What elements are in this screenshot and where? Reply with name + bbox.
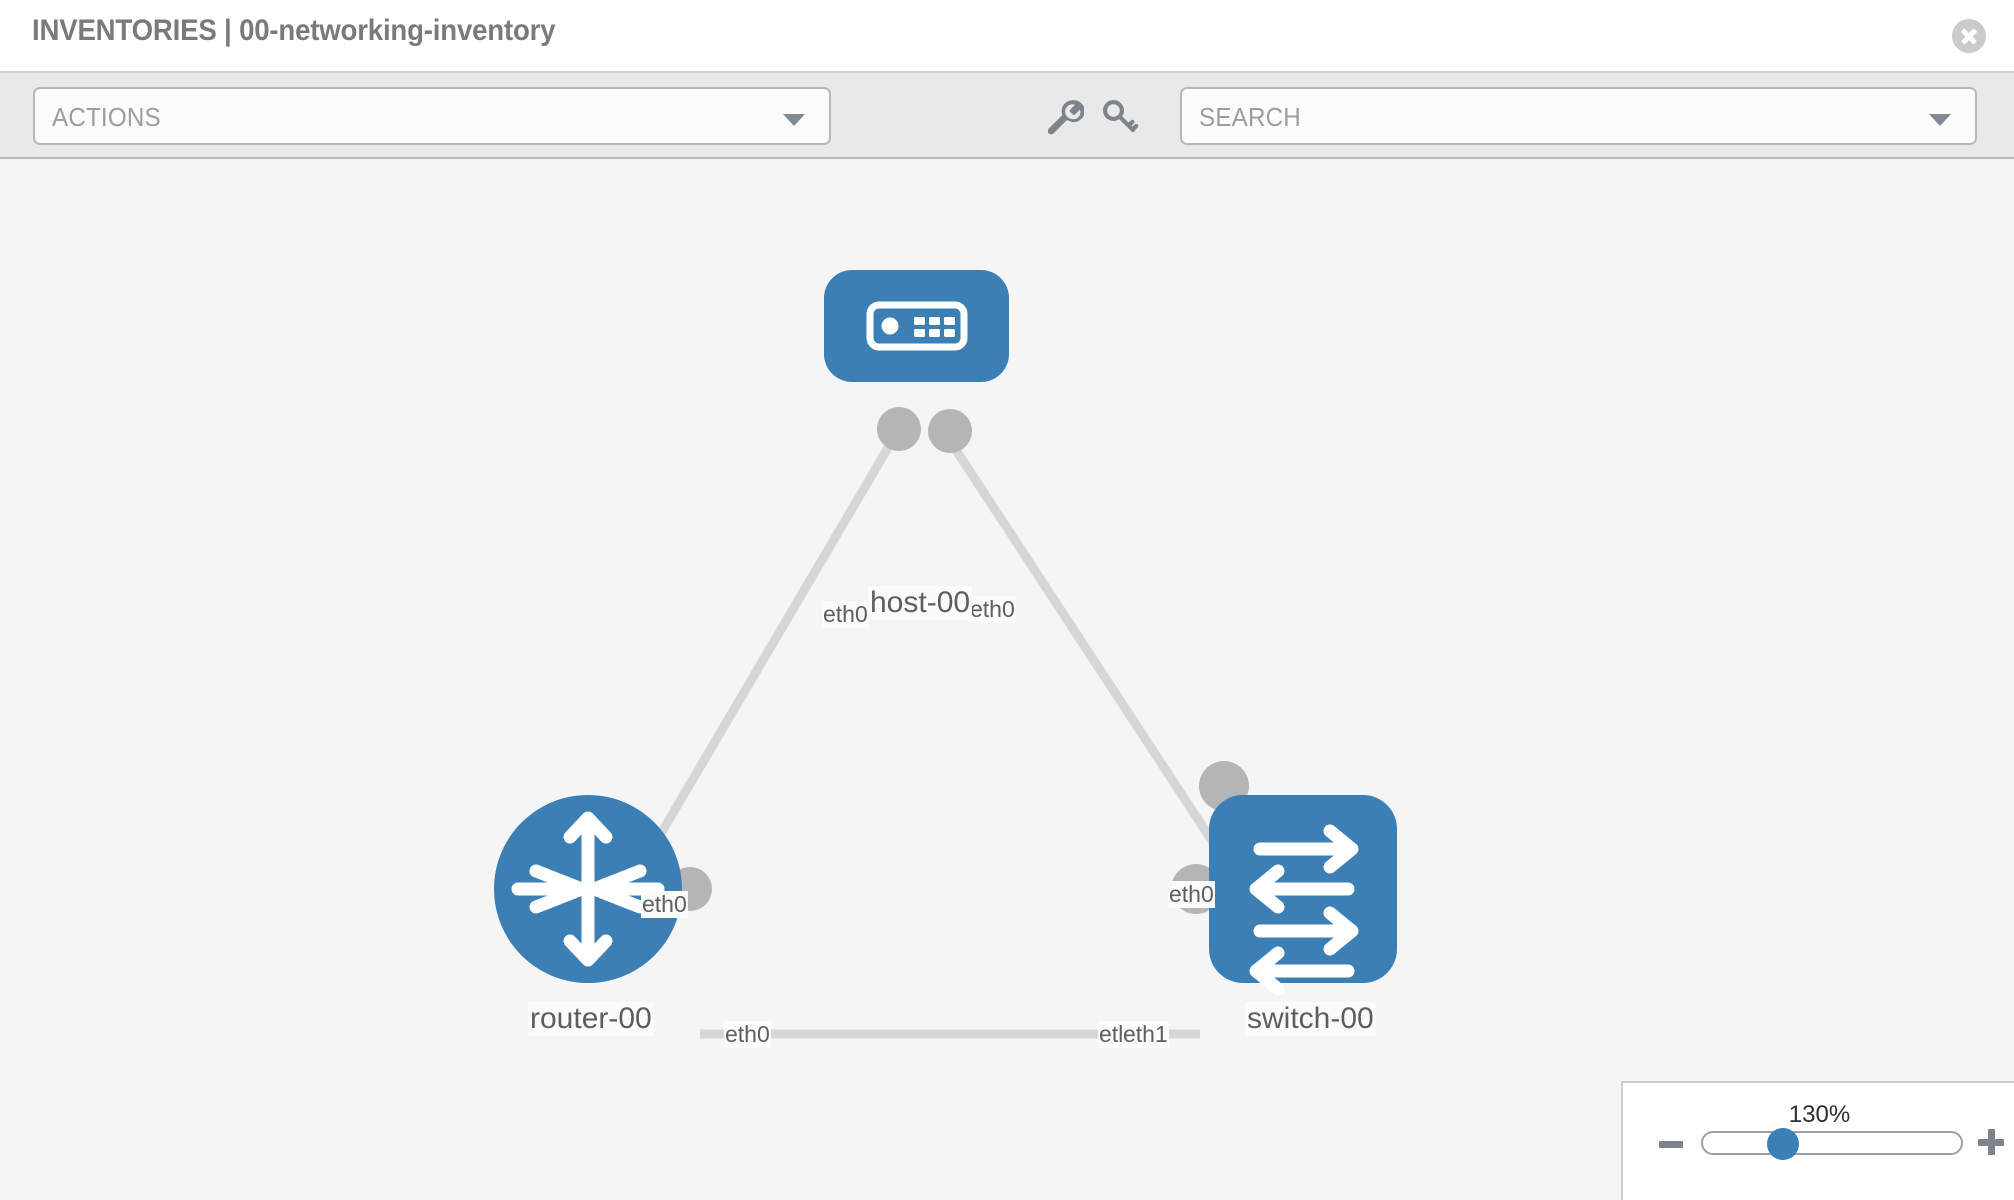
search-input[interactable]: SEARCH: [1180, 87, 1977, 145]
server-icon: [866, 301, 968, 351]
actions-dropdown[interactable]: ACTIONS: [33, 87, 831, 145]
zoom-slider-handle[interactable]: [1767, 1128, 1799, 1160]
chevron-down-icon: [783, 114, 805, 126]
topology-graph: [494, 270, 1397, 1039]
actions-dropdown-label: ACTIONS: [52, 102, 161, 132]
chevron-down-icon: [1929, 114, 1951, 126]
close-icon[interactable]: [1952, 19, 1986, 53]
page-title: INVENTORIES | 00-networking-inventory: [32, 14, 556, 47]
wrench-icon[interactable]: [1042, 95, 1085, 137]
zoom-panel: 130%: [1621, 1081, 2014, 1200]
zoom-slider-track[interactable]: [1701, 1131, 1963, 1155]
topology-canvas[interactable]: eth0 eth0 eth0 eth0 eth0 eth eth1 host-0…: [0, 159, 2014, 1200]
app-header: INVENTORIES | 00-networking-inventory: [0, 0, 2014, 71]
router-arrows-icon: [511, 811, 665, 967]
link-host00-switch00: [946, 438, 1228, 862]
zoom-level-label: 130%: [1788, 1101, 1851, 1128]
switch-arrows-icon: [1249, 824, 1359, 996]
toolbar: ACTIONS SEARCH: [0, 71, 2014, 159]
connector-nubs: [668, 407, 1249, 914]
node-switch-00: [1209, 795, 1397, 996]
key-icon[interactable]: [1098, 95, 1140, 137]
search-input-placeholder: SEARCH: [1199, 102, 1301, 132]
zoom-out-button[interactable]: [1659, 1141, 1683, 1148]
zoom-in-icon-vertical: [1988, 1129, 1995, 1155]
node-router-00: [494, 795, 682, 983]
node-host-00: [824, 270, 1009, 382]
link-host00-router00: [636, 438, 896, 872]
zoom-in-button[interactable]: [1978, 1129, 2004, 1155]
